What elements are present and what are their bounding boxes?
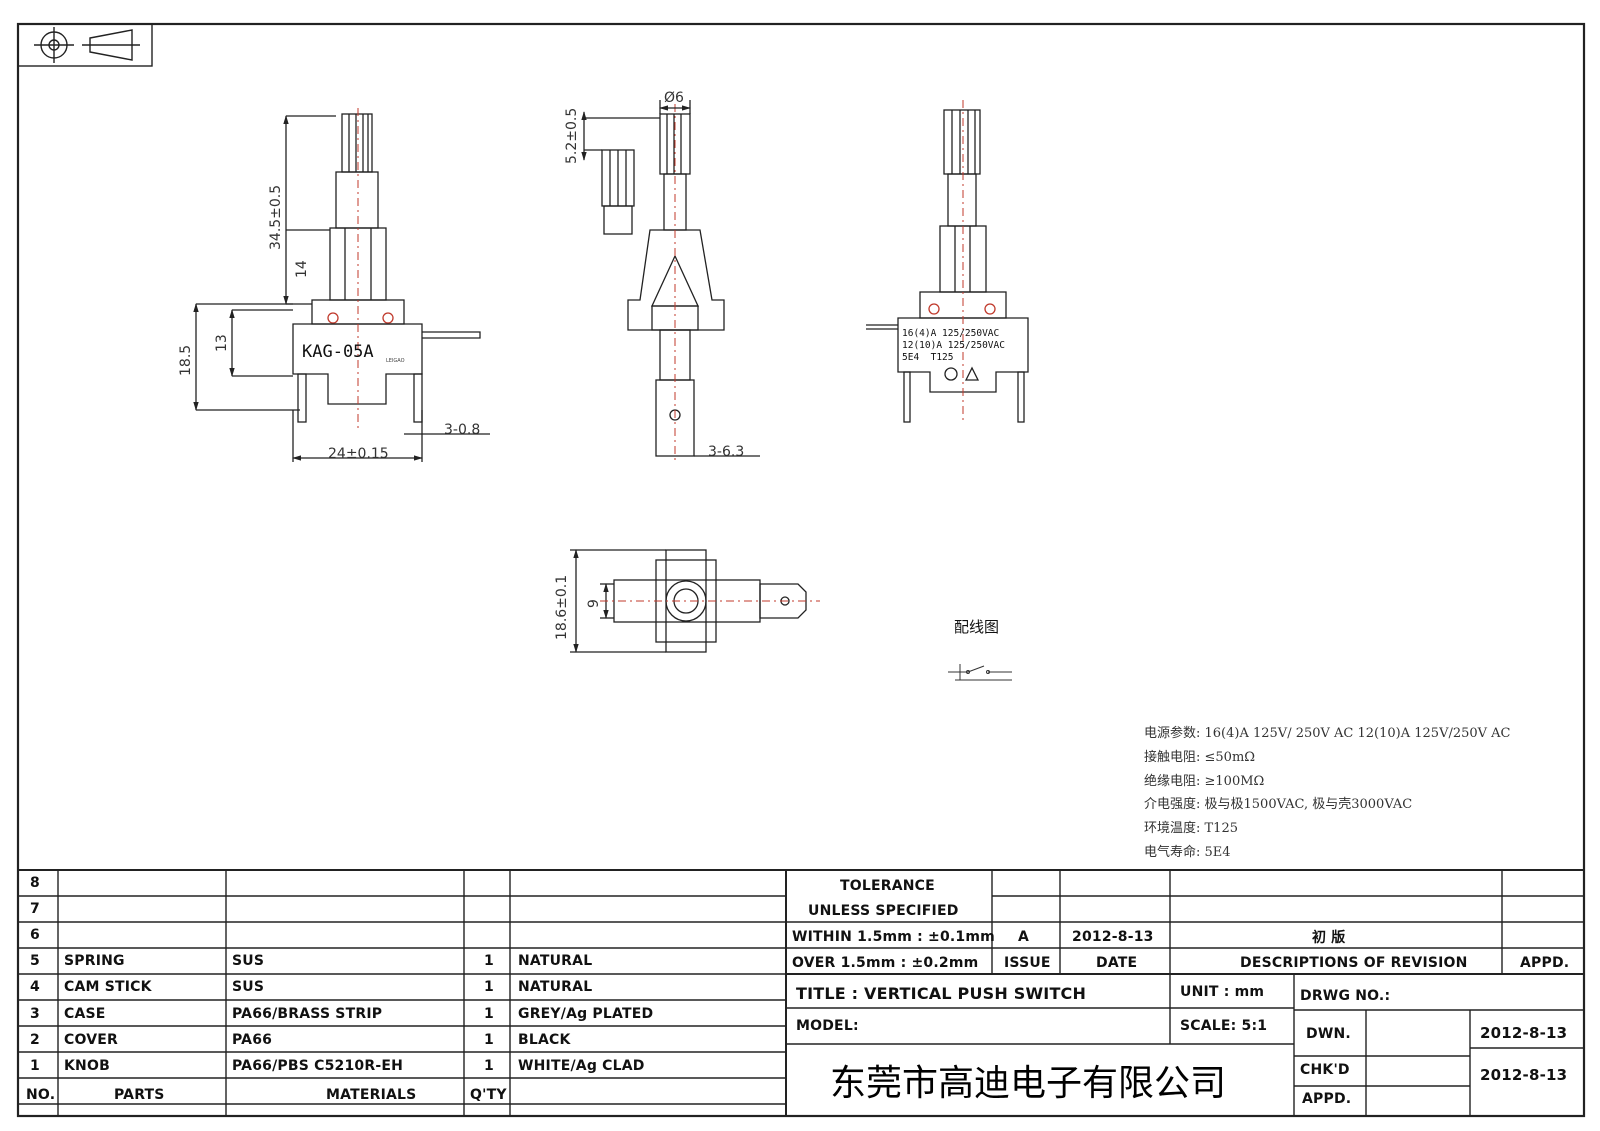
ccc-mark-icon xyxy=(944,367,958,381)
right-view xyxy=(866,100,1029,423)
parts-row-material: SUS xyxy=(232,979,265,996)
parts-row-material: PA66 xyxy=(232,1031,273,1048)
projection-symbol-icon xyxy=(34,27,140,63)
header-materials: MATERIALS xyxy=(326,1087,417,1103)
side-view xyxy=(581,100,760,462)
parts-row-material: PA66/PBS C5210R-EH xyxy=(232,1057,404,1074)
dim-shaft-diameter: Ø6 xyxy=(664,90,684,106)
table-grid xyxy=(18,869,1584,1116)
front-view xyxy=(193,108,490,462)
parts-row-no: 5 xyxy=(30,953,40,970)
header-qty: Q'TY xyxy=(470,1087,507,1103)
parts-row-part: CAM STICK xyxy=(64,979,152,996)
parts-row-material: PA66/BRASS STRIP xyxy=(232,1005,383,1022)
drawing-number-label: DRWG NO.: xyxy=(1300,988,1391,1004)
parts-row-no: 6 xyxy=(30,927,40,944)
dim-total-height: 34.5±0.5 xyxy=(268,184,284,250)
parts-row-no: 7 xyxy=(30,901,40,918)
parts-row-finish: NATURAL xyxy=(518,953,593,970)
parts-row-no: 3 xyxy=(30,1005,40,1022)
spec-electrical-life: 电气寿命: 5E4 xyxy=(1144,844,1231,860)
spec-power: 电源参数: 16(4)A 125V/ 250V AC 12(10)A 125V/… xyxy=(1144,726,1511,741)
bottom-view xyxy=(570,549,820,653)
tolerance-heading: TOLERANCE xyxy=(840,878,935,894)
dim-width: 24±0.15 xyxy=(328,446,389,462)
warning-triangle-icon xyxy=(964,366,980,381)
drawing-title: TITLE : VERTICAL PUSH SWITCH xyxy=(796,984,1087,1003)
parts-row-part: COVER xyxy=(64,1031,118,1048)
parts-row-finish: WHITE/Ag CLAD xyxy=(518,1057,645,1074)
drawn-label: DWN. xyxy=(1306,1026,1351,1042)
tolerance-within: WITHIN 1.5mm : ±0.1mm xyxy=(792,929,995,945)
issue-value: A xyxy=(1018,929,1030,945)
model-label: MODEL: xyxy=(796,1018,859,1034)
drawn-date: 2012-8-13 xyxy=(1480,1024,1568,1042)
parts-row-finish: GREY/Ag PLATED xyxy=(518,1005,654,1022)
spec-dielectric-strength: 介电强度: 极与极1500VAC, 极与壳3000VAC xyxy=(1144,797,1413,813)
parts-row-qty: 1 xyxy=(484,1057,494,1074)
approved-label: APPD. xyxy=(1302,1091,1352,1107)
parts-row-qty: 1 xyxy=(484,953,494,970)
checked-label: CHK'D xyxy=(1300,1062,1350,1078)
issue-label: ISSUE xyxy=(1004,955,1051,971)
marking-line-2: 12(10)A 125/250VAC xyxy=(902,340,1005,351)
parts-row-part: KNOB xyxy=(64,1057,110,1074)
company-name: 东莞市高迪电子有限公司 xyxy=(830,1063,1227,1104)
checked-date: 2012-8-13 xyxy=(1480,1066,1568,1084)
parts-row-qty: 1 xyxy=(484,979,494,996)
revision-description: 初 版 xyxy=(1312,930,1346,946)
dim-bottom-height: 18.6±0.1 xyxy=(554,574,570,640)
dim-body-height: 18.5 xyxy=(178,344,194,376)
brand-mark: LEIGAO xyxy=(386,358,405,364)
parts-row-part: CASE xyxy=(64,1005,106,1022)
sheet-border xyxy=(16,22,1586,1118)
parts-row-qty: 1 xyxy=(484,1005,494,1022)
header-parts: PARTS xyxy=(114,1087,165,1103)
tolerance-over: OVER 1.5mm : ±0.2mm xyxy=(792,955,979,971)
unit: UNIT : mm xyxy=(1180,984,1265,1000)
spec-insulation-resistance: 绝缘电阻: ≥100MΩ xyxy=(1144,773,1265,789)
marking-line-1: 16(4)A 125/250VAC xyxy=(902,328,1000,339)
spec-ambient-temperature: 环境温度: T125 xyxy=(1144,821,1238,837)
appd-label: APPD. xyxy=(1520,955,1570,971)
dim-body-inner: 13 xyxy=(214,334,230,352)
bottom-terminal xyxy=(759,583,807,619)
dim-terminal-width: 3-6.3 xyxy=(708,444,745,460)
parts-row-part: SPRING xyxy=(64,953,125,970)
parts-row-no: 1 xyxy=(30,1057,40,1074)
wiring-diagram-icon xyxy=(948,664,1012,681)
projection-symbol-box xyxy=(17,23,153,67)
scale: SCALE: 5:1 xyxy=(1180,1018,1268,1034)
dim-upper-height: 14 xyxy=(294,260,310,278)
part-label: KAG-05A xyxy=(302,342,374,362)
parts-row-finish: BLACK xyxy=(518,1031,571,1048)
header-no: NO. xyxy=(26,1087,56,1103)
dim-terminal-thickness: 3-0.8 xyxy=(444,422,481,438)
parts-row-no: 2 xyxy=(30,1031,40,1048)
switch-marking: 16(4)A 125/250VAC 12(10)A 125/250VAC 5E4… xyxy=(902,328,1005,364)
marking-line-3: 5E4 T125 xyxy=(902,352,954,363)
spec-contact-resistance: 接触电阻: ≤50mΩ xyxy=(1144,749,1256,765)
parts-row-no: 8 xyxy=(30,875,40,891)
parts-row-finish: NATURAL xyxy=(518,979,593,996)
parts-row-qty: 1 xyxy=(484,1031,494,1048)
tolerance-unless: UNLESS SPECIFIED xyxy=(808,903,959,919)
date-label: DATE xyxy=(1096,955,1138,971)
date-value: 2012-8-13 xyxy=(1072,929,1154,945)
dim-bottom-inner: 9 xyxy=(586,599,602,608)
description-label: DESCRIPTIONS OF REVISION xyxy=(1240,955,1468,971)
side-housing xyxy=(627,229,725,331)
dim-pin-length: 5.2±0.5 xyxy=(564,107,580,164)
parts-row-no: 4 xyxy=(30,979,40,996)
spec-list: 电源参数: 16(4)A 125V/ 250V AC 12(10)A 125V/… xyxy=(1144,722,1511,865)
parts-row-material: SUS xyxy=(232,953,265,970)
wiring-diagram-label: 配线图 xyxy=(954,618,1000,636)
